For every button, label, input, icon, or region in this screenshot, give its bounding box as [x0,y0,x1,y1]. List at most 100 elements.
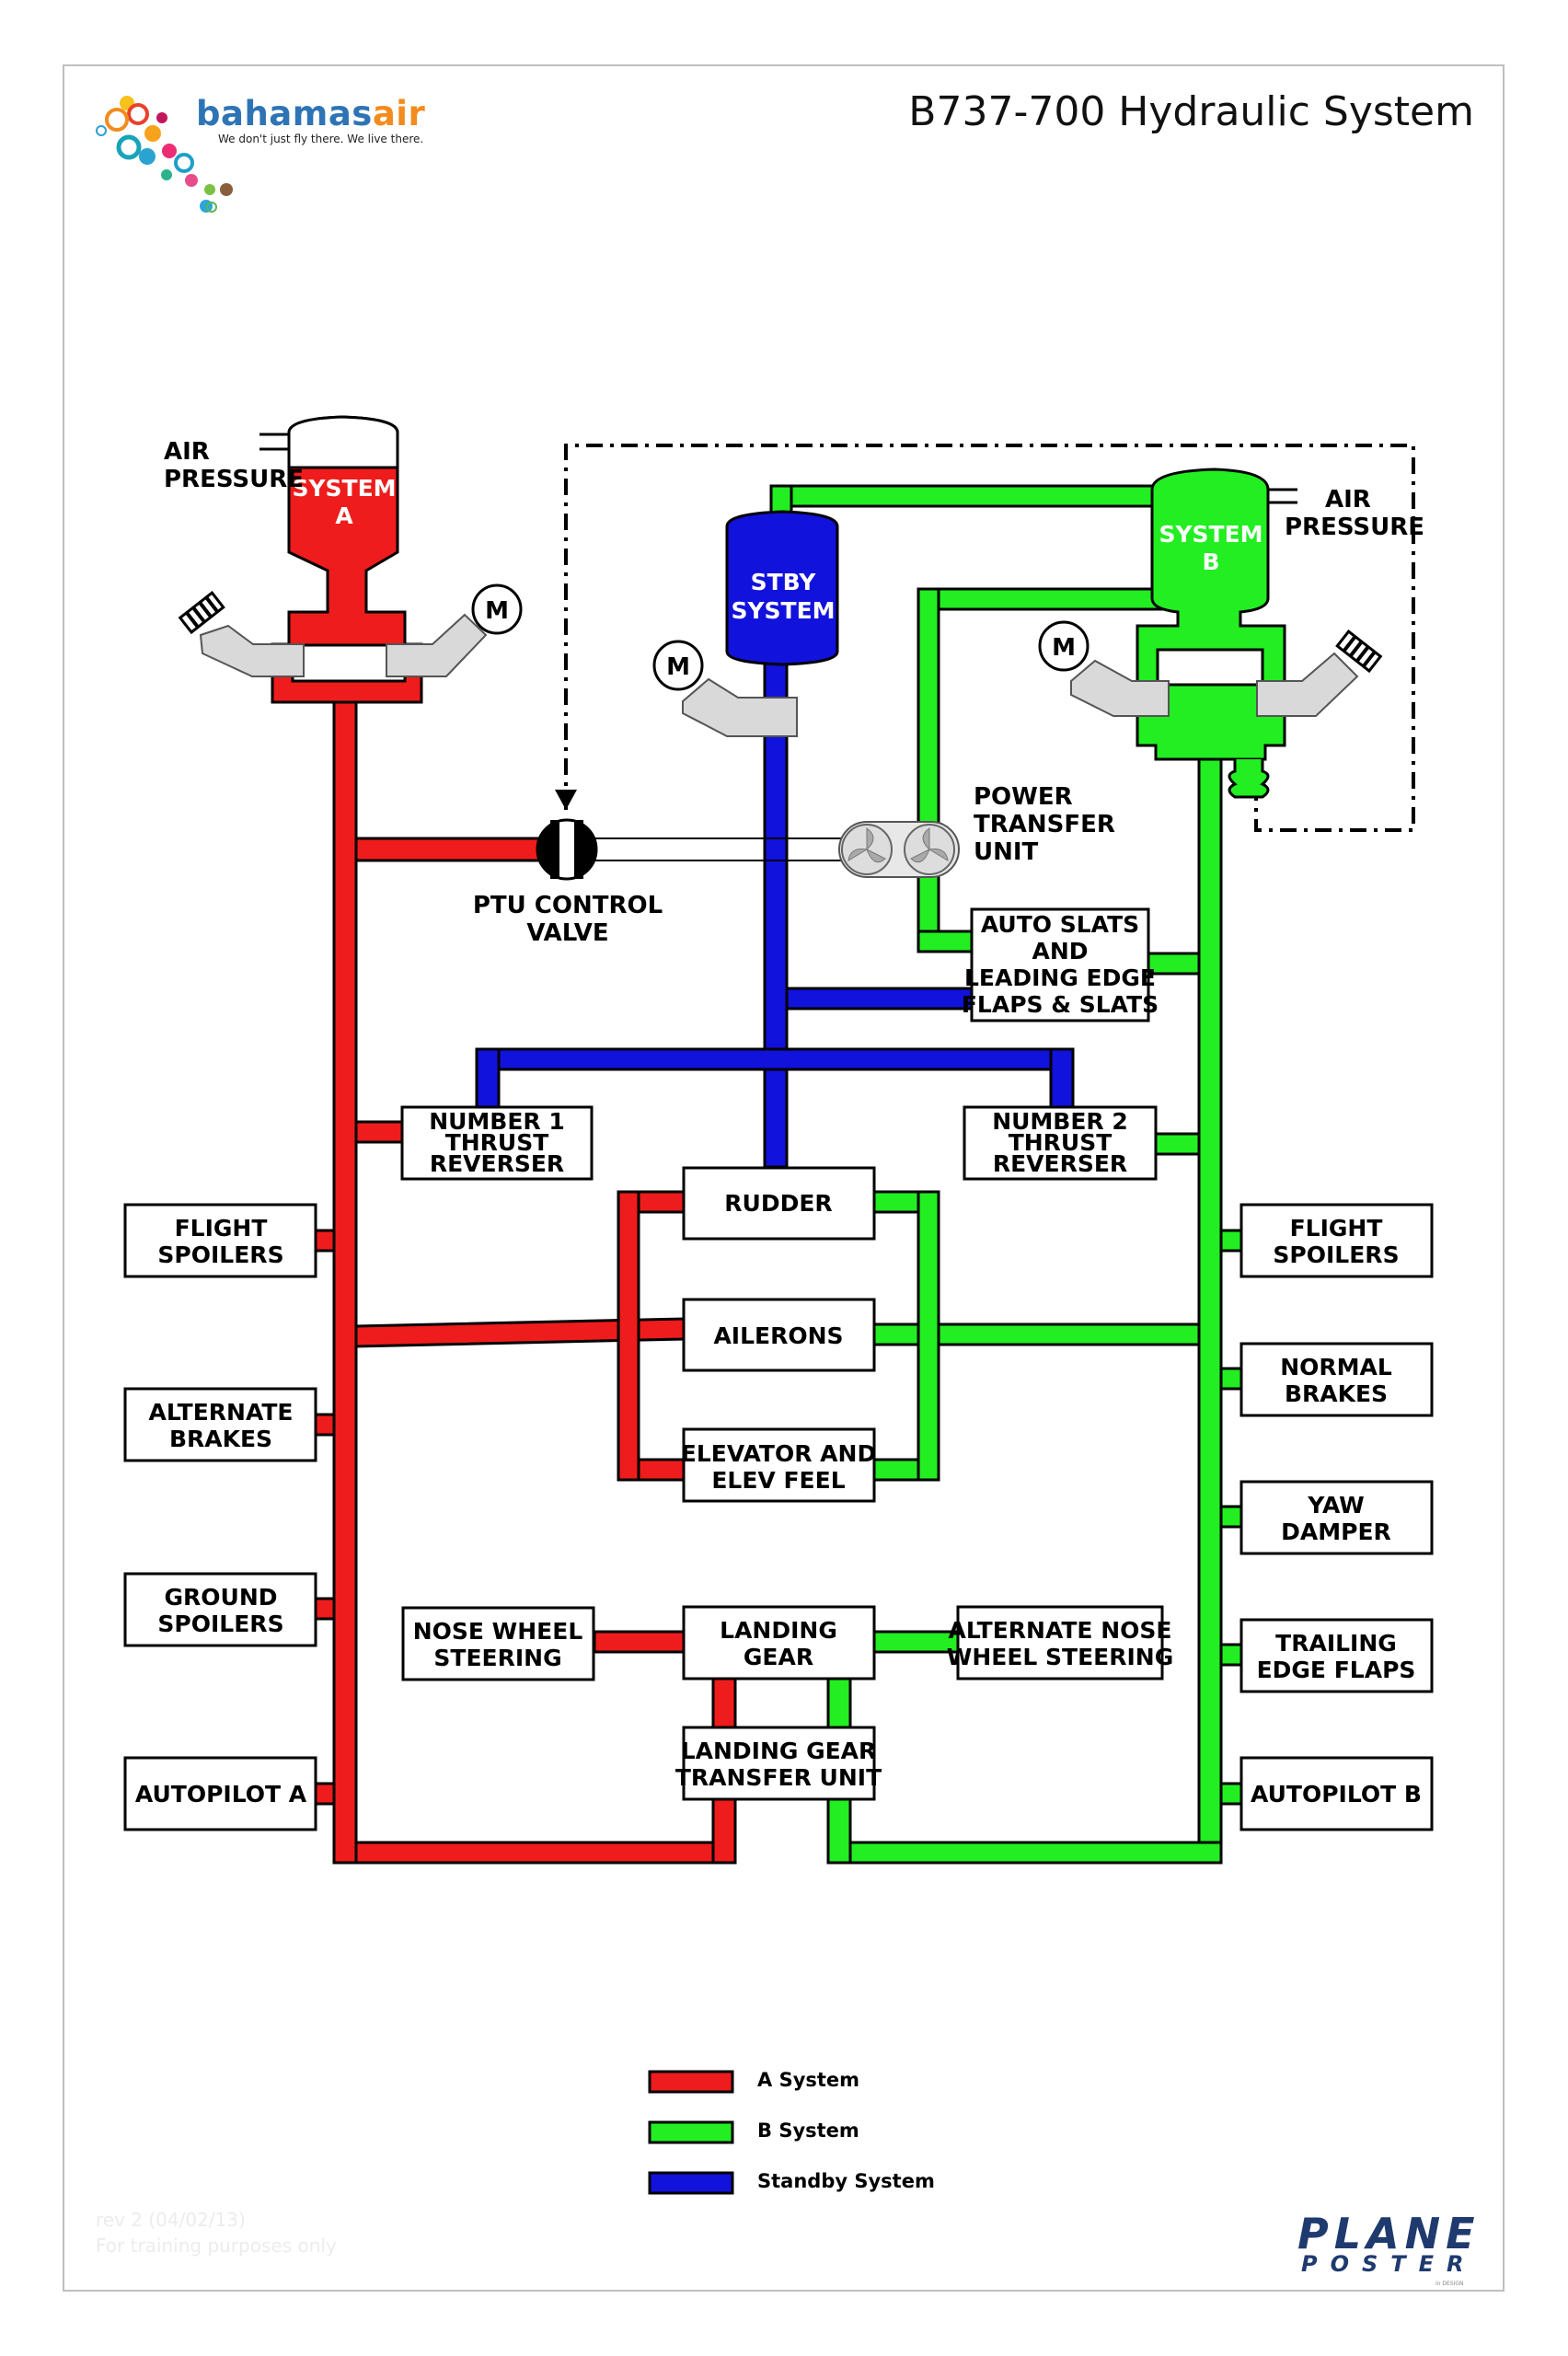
logo-tagline: We don't just fly there. We live there. [218,133,424,145]
legend-label-b: B System [757,2119,859,2142]
system-a-lines [314,698,737,1865]
thrust-reverser-1-box [400,1105,594,1181]
ptu-valve-label-2: VALVE [526,919,608,947]
system-a-to-nose-wheel-steering [593,1630,686,1654]
plane-poster-line2: POSTER [1301,2251,1477,2277]
system-b-to-stby-reservoir [769,484,1169,508]
auto-slats-label-1: AUTO SLATS [981,911,1139,938]
rudder-label: RUDDER [724,1190,832,1217]
logo-word-part2: air [372,94,426,133]
alternate-brakes-label-1: ALTERNATE [149,1399,294,1426]
yaw-damper-label-2: DAMPER [1281,1519,1391,1545]
yaw-damper-box [1239,1480,1434,1555]
system-b-to-flight-spoilers [1219,1229,1243,1253]
alt-nose-label-2: WHEEL STEERING [947,1644,1174,1670]
normal-brakes-box [1239,1342,1434,1417]
system-b-main-line [1197,745,1223,1865]
normal-brakes-label-1: NORMAL [1280,1354,1392,1380]
standby-to-slats-line [785,987,980,1011]
bahamasair-logo-icon [96,96,233,213]
flight-spoilers-b-box [1239,1203,1434,1278]
air-pressure-a-label-1: AIR [164,438,210,466]
system-b-emdp-pump-icon [1038,620,1170,717]
system-b-reservoir [1136,468,1297,799]
system-a-label-2: A [335,502,353,529]
revision-note: rev 2 (04/02/13) [96,2209,246,2231]
elevator-box [682,1427,876,1503]
autopilot-a-box [123,1756,317,1831]
system-a-to-flight-spoilers [314,1229,336,1253]
autopilot-a-label: AUTOPILOT A [135,1781,307,1807]
system-b-ptu-vertical [917,587,940,953]
system-b-bottom-return [826,1841,1223,1865]
air-pressure-b-label-2: PRESSURE [1285,514,1424,541]
ptu-label-3: UNIT [974,838,1039,866]
legend-label-standby: Standby System [757,2170,935,2192]
nose-wheel-label-1: NOSE WHEEL [413,1618,583,1645]
auto-slats-box [970,907,1150,1022]
system-b-to-elevator [872,1458,920,1482]
autopilot-b-label: AUTOPILOT B [1251,1781,1422,1807]
ptu-valve-label-1: PTU CONTROL [473,892,663,919]
elevator-label-1: ELEVATOR AND [681,1440,876,1467]
system-a-label-1: SYSTEM [292,475,396,502]
legend-swatch-standby [648,2171,734,2195]
auto-slats-label-4: FLAPS & SLATS [962,991,1159,1018]
logo-word-part1: bahamas [196,94,373,133]
reverser-1-label-3: REVERSER [430,1150,564,1177]
landing-gear-label-2: GEAR [744,1644,813,1670]
flight-spoilers-a-box [123,1203,317,1278]
system-b-to-reverser-2 [1154,1132,1201,1156]
te-flaps-label-2: EDGE FLAPS [1257,1657,1416,1683]
training-note: For training purposes only [96,2235,337,2257]
system-a-to-rudder [637,1190,686,1214]
alternate-brakes-label-2: BRAKES [169,1426,272,1452]
nose-wheel-steering-box [401,1606,595,1681]
plane-poster-line3: in DESIGN [1435,2281,1464,2287]
reverser-1-label-1: NUMBER 1 [429,1108,565,1135]
flight-spoilers-b-label-2: SPOILERS [1273,1242,1399,1268]
normal-brakes-label-2: BRAKES [1285,1380,1388,1407]
legend-swatch-b [648,2120,734,2144]
alternate-brakes-box [123,1387,317,1462]
system-b-to-autopilot-b [1219,1782,1243,1806]
ailerons-label: AILERONS [713,1322,843,1349]
nose-wheel-label-2: STEERING [433,1645,561,1671]
reverser-1-label-2: THRUST [445,1129,549,1156]
ptu-lines [589,837,847,861]
system-a-to-elevator [637,1458,686,1482]
elevator-label-2: ELEV FEEL [711,1467,845,1494]
legend-swatch-a [648,2070,734,2094]
reverser-2-label-1: NUMBER 2 [992,1108,1128,1135]
auto-slats-label-3: LEADING EDGE [964,964,1156,991]
standby-reservoir [725,510,839,666]
motor-stby-label: M [666,653,690,681]
plane-poster-logo: PLANE POSTER in DESIGN [1297,2209,1481,2287]
motor-a-label: M [485,597,509,625]
system-a-to-ptu-valve [354,837,552,862]
legend-label-a: A System [757,2069,860,2091]
logo-wordmark: bahamasair [196,94,425,133]
flight-spoilers-a-label-2: SPOILERS [157,1242,283,1268]
ptu-label-1: POWER [974,783,1073,811]
lgtu-label-2: TRANSFER UNIT [675,1764,882,1791]
system-b-to-rudder [872,1190,920,1214]
alt-nose-wheel-steering-box [956,1605,1164,1680]
landing-gear-label-1: LANDING [720,1617,837,1644]
system-a-to-reverser-1 [354,1120,404,1144]
standby-reverser-crossbar [475,1047,1075,1071]
alt-nose-label-1: ALTERNATE NOSE [949,1617,1172,1644]
system-a-emdp-pump-icon [386,583,523,677]
landing-gear-box [682,1605,876,1680]
system-b-label-2: B [1202,549,1219,575]
system-a-bottom-return [354,1841,737,1865]
system-b-edp-pump-icon [1256,629,1383,717]
landing-gear-transfer-unit-box [682,1726,876,1801]
lgtu-label-1: LANDING GEAR [681,1738,877,1764]
ground-spoilers-label-1: GROUND [165,1584,278,1611]
power-transfer-unit-icon [838,821,960,878]
system-b-label-1: SYSTEM [1159,521,1262,548]
flight-spoilers-a-label-1: FLIGHT [175,1215,268,1242]
system-b-to-te-flaps [1219,1643,1243,1667]
